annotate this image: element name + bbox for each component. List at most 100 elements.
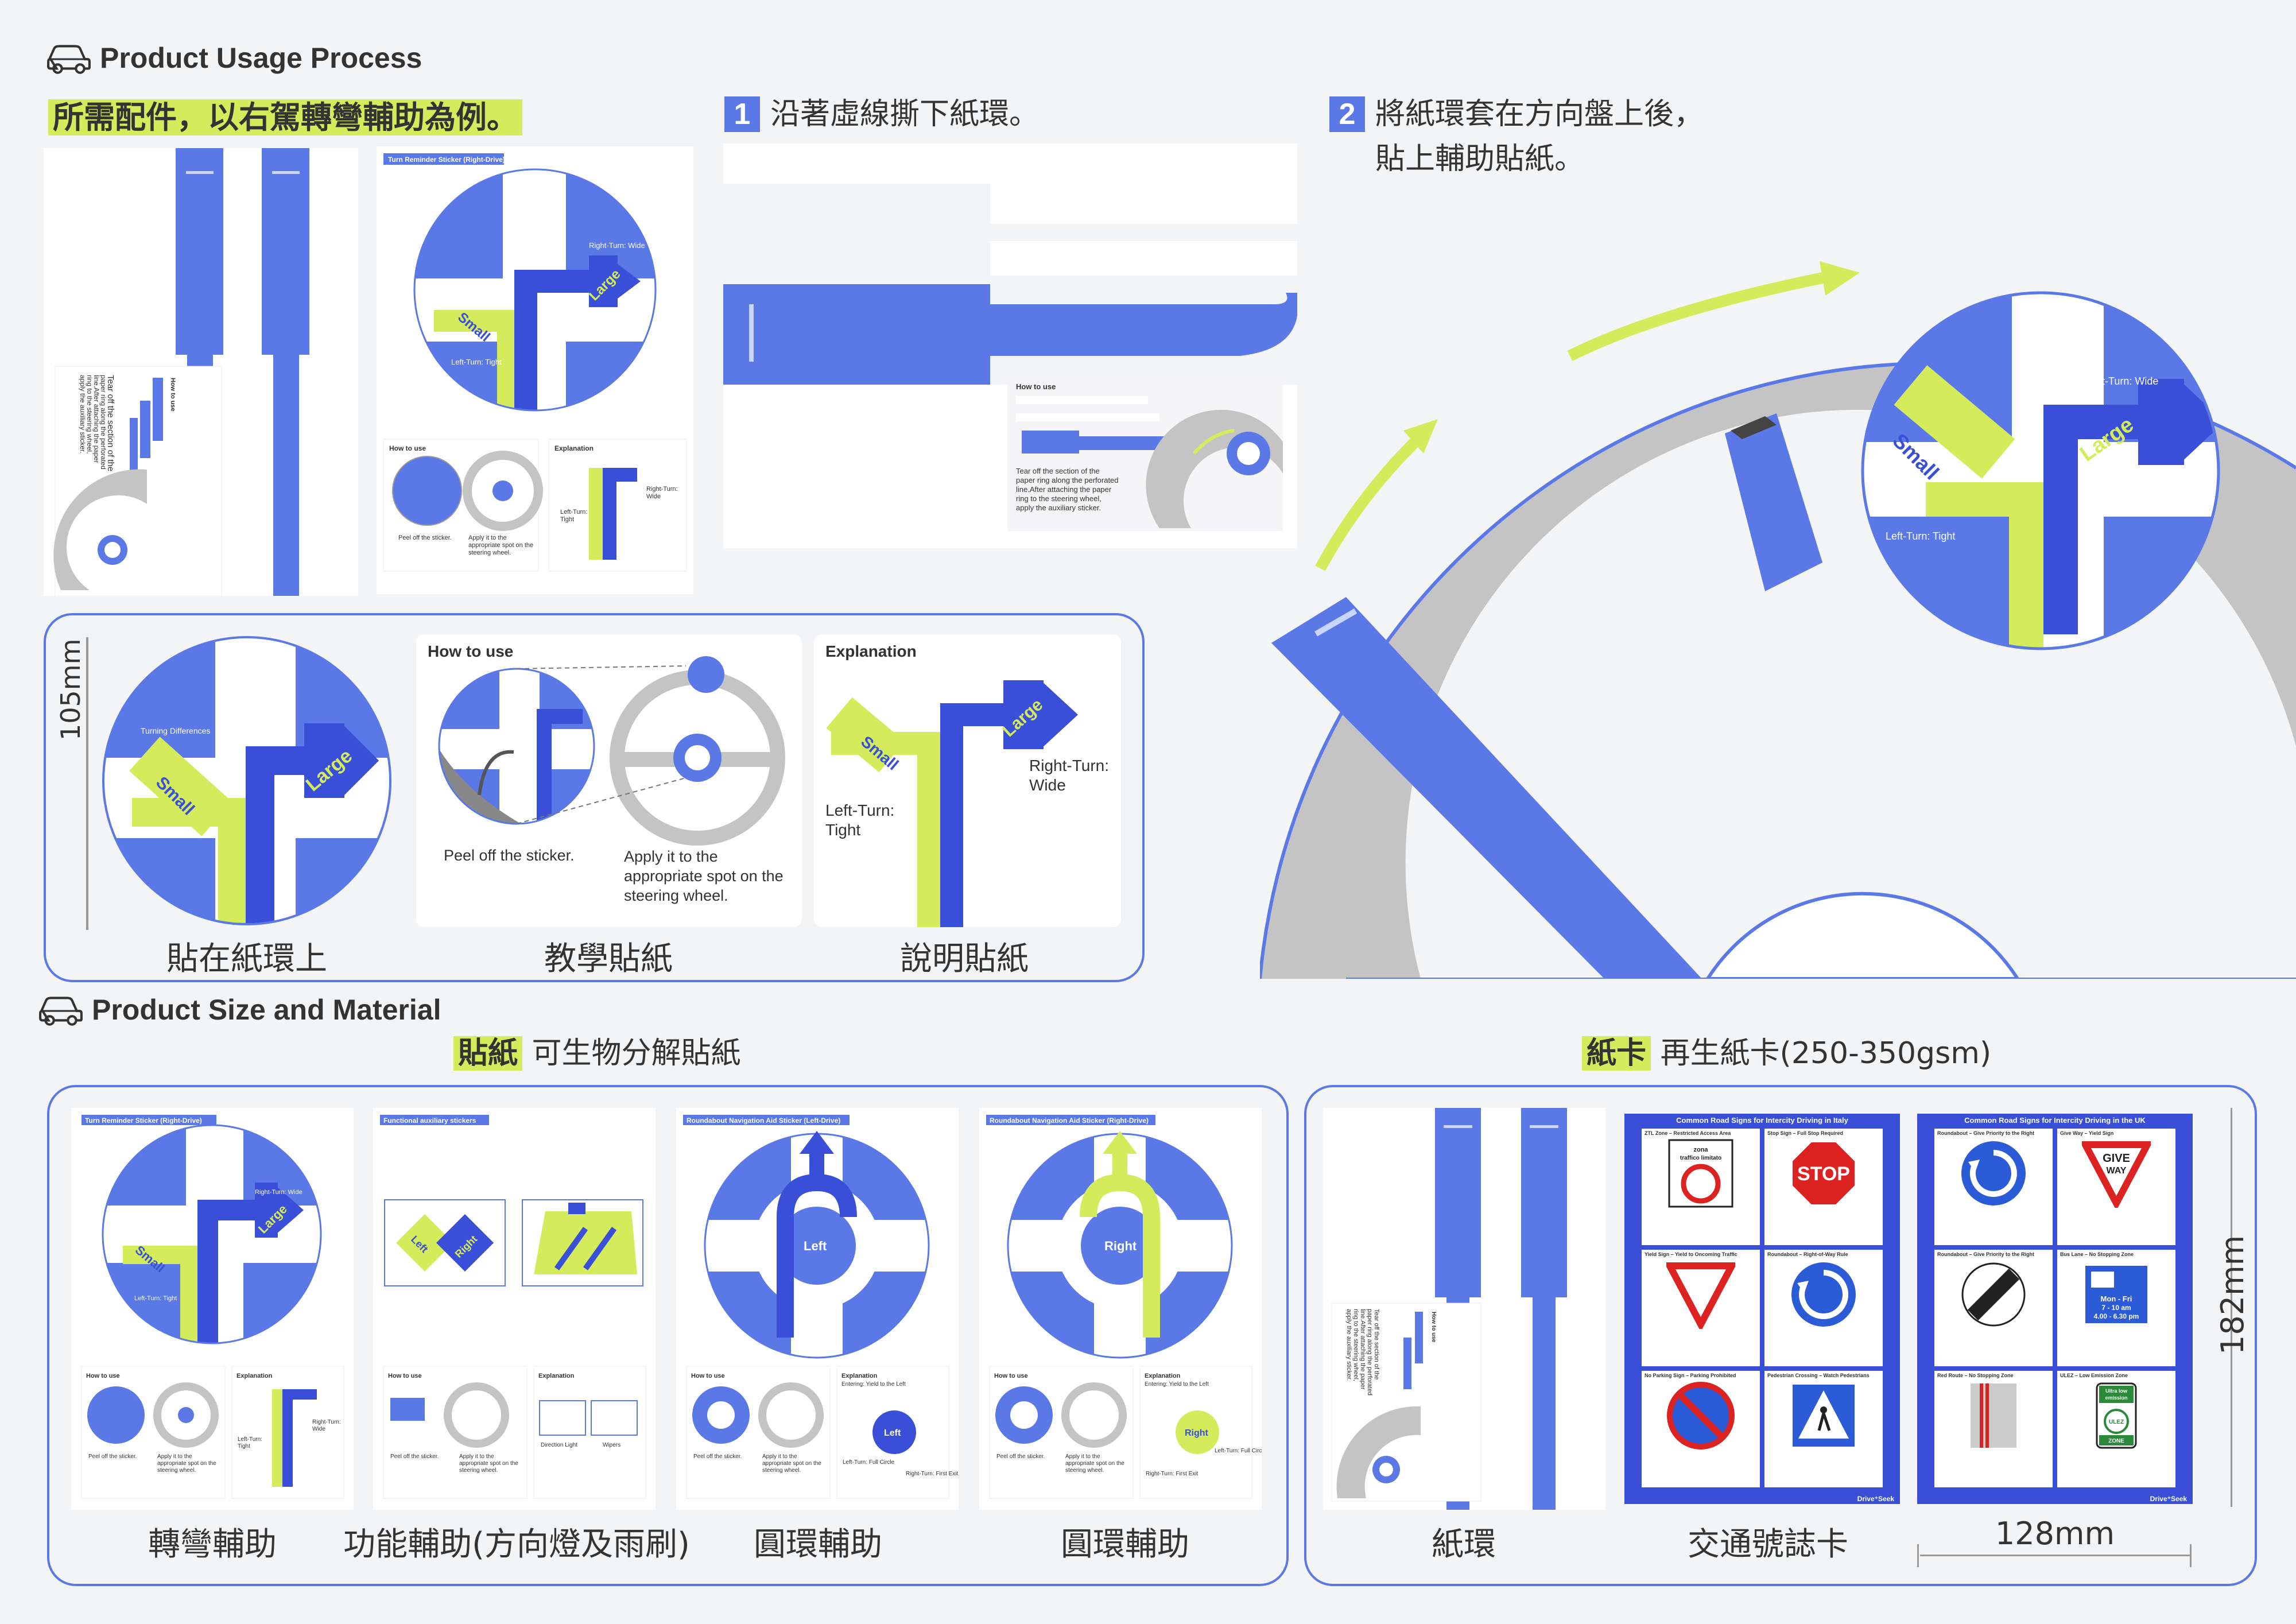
usage-stickers-panel: [44, 613, 1145, 982]
paper-card-panel: [1304, 1085, 2257, 1586]
ring-strip-left: [176, 148, 223, 355]
how-to-use-card: How to use Peel off the sticker. Apply i…: [416, 634, 802, 927]
sign-title: Red Route – No Stopping Zone: [1937, 1373, 2014, 1378]
sign-tile: Roundabout – Give Priority to the Right: [1934, 1250, 2053, 1366]
svg-text:line.After attaching the paper: line.After attaching the paper: [1016, 485, 1112, 494]
caption-explain: 說明貼紙: [900, 940, 1029, 978]
italy-signs-card: Common Road Signs for Intercity Driving …: [1624, 1114, 1900, 1504]
brand-label: Drive⁺Seek: [1857, 1495, 1894, 1503]
svg-text:apply the auxiliary sticker.: apply the auxiliary sticker.: [1016, 503, 1101, 512]
svg-text:Roundabout Navigation Aid Stic: Roundabout Navigation Aid Sticker (Left-…: [687, 1117, 840, 1125]
sheet-turn-reminder: Turn Reminder Sticker (Right-Drive) Righ…: [71, 1108, 354, 1510]
dim-105-line: [86, 637, 88, 930]
caption-round1: 圓環輔助: [754, 1526, 882, 1563]
svg-text:Apply it to the: Apply it to the: [468, 534, 507, 541]
svg-text:Ultra low: Ultra low: [2105, 1388, 2128, 1394]
svg-text:Explanation: Explanation: [538, 1373, 575, 1379]
sign-tile: Yield Sign – Yield to Oncoming Traffic: [1642, 1250, 1760, 1366]
caption-paper-ring: 紙環: [1432, 1526, 1496, 1563]
apply-text: Apply it to the appropriate spot on the …: [624, 848, 784, 904]
svg-text:Wipers: Wipers: [603, 1442, 620, 1448]
sheet-roundabout-right: Roundabout Navigation Aid Sticker (Right…: [979, 1108, 1267, 1510]
svg-text:How to use: How to use: [169, 378, 176, 412]
uk-signs-card: Common Road Signs for Intercity Driving …: [1917, 1114, 2193, 1504]
dim-105-label: 105mm: [55, 638, 86, 741]
svg-text:Left-Turn: Tight: Left-Turn: Tight: [1886, 530, 1955, 542]
paper-ring-sheet: Tear off the section of the paper ring a…: [1323, 1108, 1605, 1510]
caption-round2: 圓環輔助: [1061, 1526, 1189, 1563]
svg-text:appropriate spot on the: appropriate spot on the: [157, 1460, 216, 1467]
svg-text:Right-Turn:: Right-Turn:: [312, 1419, 341, 1425]
explanation-card: Explanation Large Small Left-Turn: Tight…: [814, 634, 1121, 927]
sign-graphic: [1959, 1381, 2028, 1452]
svg-text:Left-Turn: Tight: Left-Turn: Tight: [134, 1295, 177, 1302]
svg-text:How to use: How to use: [994, 1373, 1028, 1379]
size-section-title: Product Size and Material: [38, 993, 441, 1026]
sign-title: Stop Sign – Full Stop Required: [1767, 1130, 1843, 1136]
svg-text:Turning Differences: Turning Differences: [141, 726, 210, 735]
svg-text:ring to the steering wheel,: ring to the steering wheel,: [1352, 1309, 1359, 1381]
steering-wheel-illustration: Right-Turn: Wide Left-Turn: Tight Large …: [1258, 241, 2296, 980]
sheet-roundabout-left: Roundabout Navigation Aid Sticker (Left-…: [676, 1108, 959, 1510]
svg-text:steering wheel.: steering wheel.: [459, 1467, 498, 1474]
svg-text:Left vs. Right Drive: Left vs. Right Drive: [298, 828, 366, 837]
sheet-functional: Functional auxiliary stickers Left Right…: [373, 1108, 656, 1510]
sign-tile: Red Route – No Stopping Zone: [1934, 1371, 2053, 1487]
paper-ring-illustration: Tear off the section of the paper ring a…: [44, 148, 358, 596]
sign-tile: Pedestrian Crossing – Watch Pedestrians: [1764, 1371, 1883, 1487]
svg-text:Right-Turn: Wide: Right-Turn: Wide: [255, 1189, 302, 1196]
sign-tile: Roundabout – Give Priority to the Right: [1934, 1129, 2053, 1245]
sign-tile: No Parking Sign – Parking Prohibited: [1642, 1371, 1760, 1487]
sign-title: No Parking Sign – Parking Prohibited: [1645, 1373, 1736, 1378]
dim-182-label: 182mm: [2214, 1235, 2251, 1355]
svg-text:Apply it to the: Apply it to the: [157, 1454, 192, 1460]
svg-text:Peel off the sticker.: Peel off the sticker.: [693, 1454, 742, 1460]
sign-title: ULEZ – Low Emission Zone: [2060, 1373, 2128, 1378]
svg-text:Wide: Wide: [646, 493, 661, 500]
sign-title: ZTL Zone – Restricted Access Area: [1645, 1130, 1731, 1136]
svg-text:ZONE: ZONE: [2108, 1438, 2124, 1444]
svg-text:Explanation: Explanation: [841, 1373, 878, 1379]
svg-text:Entering: Yield to the Left: Entering: Yield to the Left: [1145, 1381, 1209, 1387]
svg-text:line.After attaching the paper: line.After attaching the paper: [1359, 1309, 1366, 1390]
sign-graphic: STOP: [1789, 1139, 1858, 1210]
usage-section-title: Product Usage Process: [46, 41, 422, 75]
dim-182-line: [2231, 1108, 2232, 1507]
svg-text:zona: zona: [1693, 1146, 1708, 1153]
brand-label: Drive⁺Seek: [2150, 1495, 2187, 1503]
svg-text:Explanation: Explanation: [236, 1373, 273, 1379]
sign-graphic: [1959, 1260, 2028, 1331]
caption-signs: 交通號誌卡: [1688, 1526, 1848, 1563]
caption-ring: 貼在紙環上: [166, 940, 327, 978]
svg-text:Peel off the sticker.: Peel off the sticker.: [996, 1454, 1045, 1460]
svg-text:Right: Right: [1104, 1239, 1137, 1253]
svg-text:paper ring along the perforate: paper ring along the perforated: [1366, 1309, 1373, 1396]
svg-text:Apply it to the: Apply it to the: [459, 1454, 494, 1460]
svg-text:Right-Turn: First Exit: Right-Turn: First Exit: [906, 1471, 959, 1477]
card-material-label: 紙卡 再生紙卡(250-350gsm): [1582, 1029, 1991, 1072]
svg-text:appropriate spot on the: appropriate spot on the: [468, 542, 533, 549]
svg-text:Tear off the section of the: Tear off the section of the: [1016, 467, 1100, 475]
svg-text:paper ring along the perforate: paper ring along the perforated: [1016, 476, 1119, 485]
sign-title: Roundabout – Right-of-Way Rule: [1767, 1251, 1848, 1257]
svg-text:Functional auxiliary stickers: Functional auxiliary stickers: [383, 1117, 476, 1125]
ring-on-wheel: [1271, 597, 1702, 979]
step1-illustration: How to use Tear off the section of the p…: [723, 144, 1297, 548]
svg-text:Tight: Tight: [560, 516, 574, 523]
svg-text:Peel off the sticker.: Peel off the sticker.: [390, 1454, 439, 1460]
car-icon: [38, 993, 84, 1026]
svg-text:How to use: How to use: [86, 1373, 120, 1379]
svg-text:Left-Turn: Full Circle: Left-Turn: Full Circle: [716, 1223, 763, 1228]
sign-title: Roundabout – Give Priority to the Right: [1937, 1130, 2035, 1136]
sign-graphic: [1664, 1260, 1737, 1332]
svg-text:traffico limitato: traffico limitato: [1680, 1155, 1721, 1161]
sign-title: Give Way – Yield Sign: [2060, 1130, 2114, 1136]
sign-graphic: [1789, 1260, 1858, 1331]
svg-text:Peel off the sticker.: Peel off the sticker.: [88, 1454, 137, 1460]
right-turn-label: Right-Turn: Wide: [1029, 757, 1110, 794]
svg-text:Entering: Yield to the Left: Entering: Yield to the Left: [841, 1381, 906, 1387]
